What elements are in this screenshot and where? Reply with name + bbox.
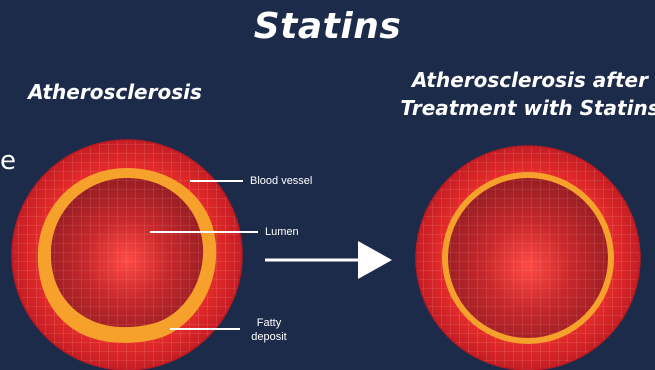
left-panel-heading: Atherosclerosis (10, 80, 220, 104)
cropped-text-fragment: e (0, 146, 16, 176)
label-fatty-deposit: Fatty deposit (246, 316, 292, 344)
vessel-after-statins (410, 140, 650, 370)
vessel-atherosclerosis (0, 130, 260, 370)
right-panel-heading: Atherosclerosis after Treatment with Sta… (395, 66, 655, 122)
label-blood-vessel: Blood vessel (250, 174, 312, 188)
label-fatty-line-2: deposit (246, 330, 292, 344)
label-fatty-line-1: Fatty (246, 316, 292, 330)
right-heading-line-2: Treatment with Statins (395, 94, 655, 122)
label-lumen: Lumen (265, 225, 299, 239)
main-title: Statins (0, 6, 655, 47)
right-heading-line-1: Atherosclerosis after (395, 66, 655, 94)
transition-arrow (265, 241, 392, 279)
